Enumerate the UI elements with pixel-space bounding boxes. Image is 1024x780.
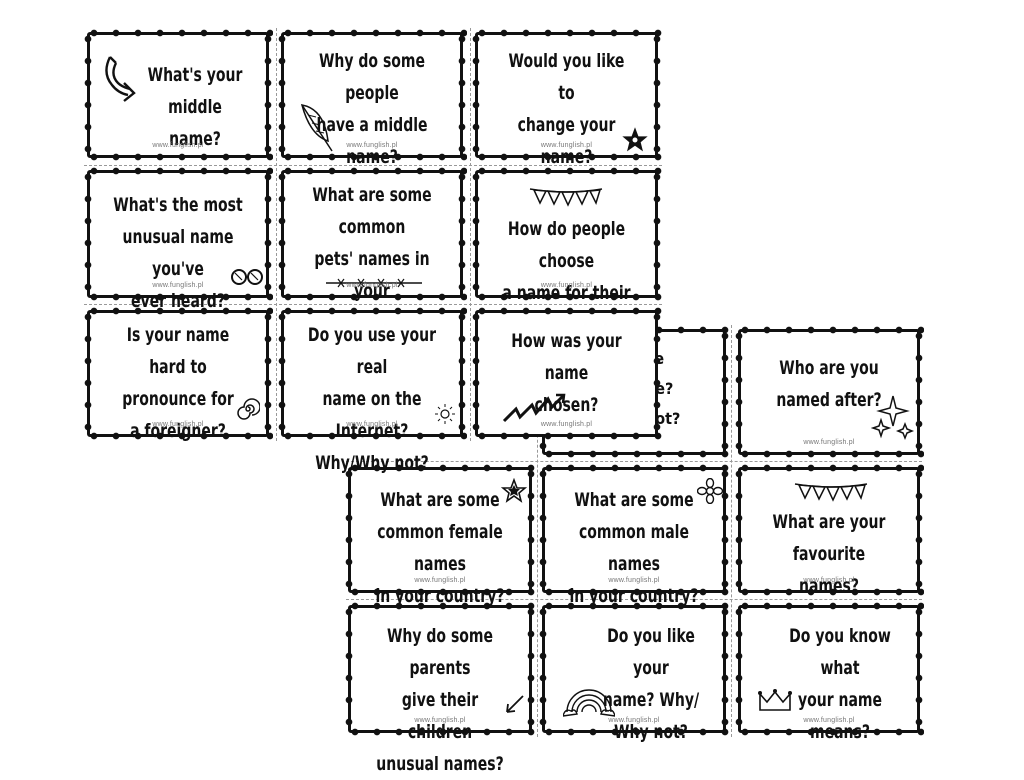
sparkles-icon — [871, 395, 915, 441]
question-text: Is your name hard to pronounce for a for… — [122, 324, 234, 442]
cut-line — [84, 304, 662, 305]
cut-line — [731, 325, 732, 737]
watermark: www.funglish.pl — [152, 142, 204, 149]
bunting-icon — [529, 188, 603, 207]
question-text: Do you like your name? Why/ Why not? — [602, 625, 700, 743]
arrow-icon — [506, 695, 524, 713]
question-text: What's the most unusual name you've ever… — [113, 194, 243, 312]
question-card: What are some common male names in your … — [538, 463, 730, 607]
question-card: Do you use your real name on the Interne… — [277, 306, 467, 474]
cut-line — [346, 599, 922, 600]
question-text: Who are you named after? — [776, 357, 882, 411]
sun-icon — [435, 404, 455, 424]
watermark: www.funglish.pl — [152, 282, 204, 289]
watermark: www.funglish.pl — [414, 577, 466, 584]
question-card: Do you know what your name means? www.fu… — [734, 601, 924, 743]
watermark: www.funglish.pl — [346, 142, 398, 149]
question-card: What are your favourite names? www.fungl… — [734, 463, 924, 597]
watermark: www.funglish.pl — [540, 421, 593, 428]
cut-line — [276, 28, 277, 441]
question-card: How was your name chosen? www.funglish.p… — [471, 306, 662, 441]
watermark: www.funglish.pl — [414, 717, 466, 724]
zigzag-arrow-icon — [502, 393, 566, 423]
curved-arrow-icon — [105, 56, 136, 102]
question-text: What's your middle name? — [147, 64, 243, 150]
question-card: What's your middle name? www.funglish.pl — [83, 28, 273, 162]
watermark: www.funglish.pl — [346, 421, 398, 428]
watermark: www.funglish.pl — [152, 421, 204, 428]
star-icon — [501, 478, 527, 503]
watermark: www.funglish.pl — [540, 282, 593, 289]
question-text: What are your favourite names? — [772, 511, 886, 597]
question-text: Do you know what your name means? — [789, 625, 891, 743]
rainbow-icon — [563, 689, 615, 717]
spiral-icon — [237, 398, 260, 420]
cut-line — [346, 461, 922, 462]
cut-line — [470, 28, 471, 441]
front-card-sheet: What's your middle name? www.funglish.pl… — [83, 28, 662, 474]
question-card: What's the most unusual name you've ever… — [83, 166, 273, 312]
watermark: www.funglish.pl — [803, 577, 855, 584]
watermark: www.funglish.pl — [608, 717, 660, 724]
question-card: What are some common pets' names in your… — [277, 166, 467, 334]
question-text: Why do some parents give their children … — [376, 625, 504, 775]
question-card: Who are you named after? www.funglish.pl — [734, 325, 924, 459]
question-card: Is your name hard to pronounce for a for… — [83, 306, 273, 442]
watermark: www.funglish.pl — [346, 282, 398, 289]
question-card: Do you like your name? Why/ Why not? www… — [538, 601, 730, 743]
watermark: www.funglish.pl — [540, 142, 593, 149]
back-card-sheet: ve ne? not? Who are you named after? www… — [344, 325, 924, 775]
glasses-icon — [231, 269, 263, 285]
flower-icon — [697, 478, 723, 504]
bunting-icon — [794, 483, 868, 502]
question-card: Why do some people have a middle name? w… — [277, 28, 467, 168]
feather-icon — [300, 104, 333, 152]
barbed-line-icon — [326, 278, 422, 288]
crown-icon — [758, 689, 792, 711]
watermark: www.funglish.pl — [608, 577, 660, 584]
watermark: www.funglish.pl — [803, 717, 855, 724]
question-card: Why do some parents give their children … — [344, 601, 536, 775]
cut-line — [537, 325, 538, 737]
question-text: Do you use your real name on the Interne… — [307, 324, 437, 474]
star-icon — [622, 127, 648, 152]
question-text: What are some common male names in your … — [569, 489, 699, 607]
cut-line — [84, 165, 662, 166]
question-text: What are some common female names in you… — [375, 489, 505, 607]
question-card: How do people choose a name for their pe… — [471, 166, 662, 336]
question-text: How was your name chosen? — [511, 330, 622, 416]
watermark: www.funglish.pl — [803, 439, 855, 446]
question-card: Would you like to change your name? Why/… — [471, 28, 662, 200]
question-card: What are some common female names in you… — [344, 463, 536, 607]
